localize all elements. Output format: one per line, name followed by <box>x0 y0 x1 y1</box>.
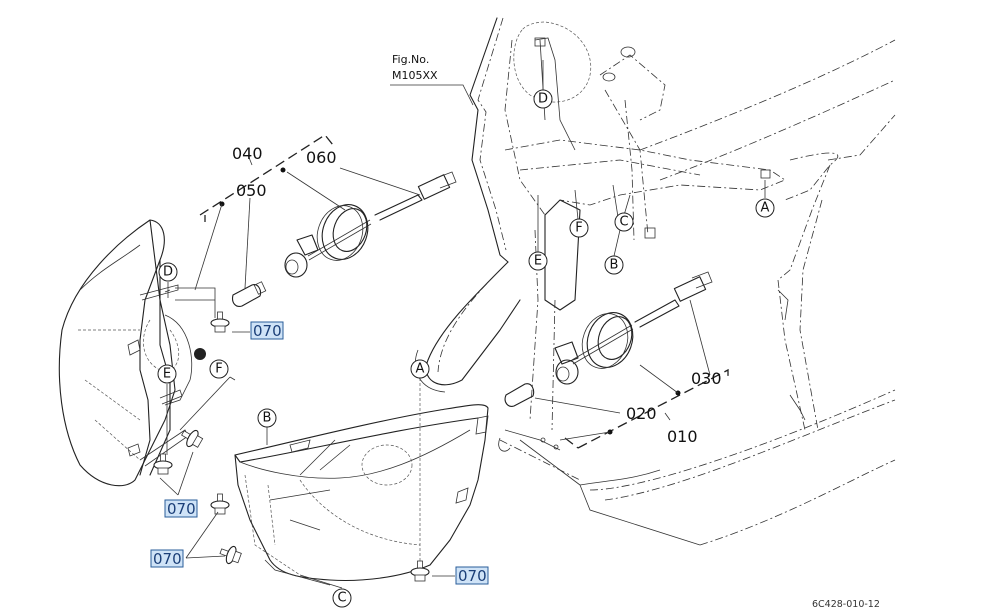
ref-letter: C <box>337 591 346 606</box>
part-label-020[interactable]: 020 <box>626 404 657 423</box>
bolt-icon <box>210 311 230 333</box>
ref-letter: A <box>761 201 770 216</box>
callout-070-left-lower[interactable]: 070 <box>164 499 198 518</box>
ref-letter: B <box>263 411 272 426</box>
callout-070-upper-left[interactable]: 070 <box>250 321 284 340</box>
ref-letter-A-frame: A <box>755 198 775 218</box>
part-label-060[interactable]: 060 <box>306 148 337 167</box>
ref-letter-B-frame: B <box>604 255 624 275</box>
callout-070-label[interactable]: 070 <box>253 322 282 340</box>
left-headlamp-upper <box>58 219 206 487</box>
leader-lines <box>159 60 766 589</box>
ref-letter: D <box>538 92 548 107</box>
bolts <box>153 311 430 582</box>
socket-assembly-upper <box>232 171 457 307</box>
bolt-icon <box>410 560 430 582</box>
bolt-icon <box>153 453 173 475</box>
ref-letter-C-frame: C <box>614 212 634 232</box>
callout-070-bottom-right[interactable]: 070 <box>455 566 489 585</box>
bolt-icon <box>210 493 230 515</box>
ref-letter-D-left: D <box>158 262 178 282</box>
right-headlamp-lower <box>234 404 489 586</box>
ref-letter: E <box>163 367 171 382</box>
ref-letter-C-lower: C <box>332 588 352 608</box>
ref-letter: F <box>575 221 582 236</box>
fig-number: M105XX <box>392 69 438 82</box>
part-label-050[interactable]: 050 <box>236 181 267 200</box>
part-label-010[interactable]: 010 <box>667 427 698 446</box>
ref-letter: F <box>215 362 222 377</box>
ref-letter-A-lower: A <box>410 359 430 379</box>
ref-letter-E-left: E <box>157 364 177 384</box>
ref-letter-B-lower: B <box>257 408 277 428</box>
ref-letter: A <box>416 362 425 377</box>
frame-structure <box>414 17 896 546</box>
fig-label: Fig.No. <box>392 53 429 66</box>
socket-assembly-lower <box>504 271 713 407</box>
bolt-icon <box>181 429 204 448</box>
callout-070-label[interactable]: 070 <box>153 550 182 568</box>
ref-letter: D <box>163 265 173 280</box>
ref-letter: C <box>619 215 628 230</box>
ref-letter-F-left: F <box>209 359 229 379</box>
ref-letter-F-frame: F <box>569 218 589 238</box>
drawing-code: 6C428-010-12 <box>812 599 880 610</box>
ref-letter-D-frame: D <box>533 89 553 109</box>
part-label-040[interactable]: 040 <box>232 144 263 163</box>
part-label-030[interactable]: 030 <box>691 369 722 388</box>
ref-letter: B <box>610 258 619 273</box>
ref-letter: E <box>534 254 542 269</box>
callout-070-label[interactable]: 070 <box>167 500 196 518</box>
bolt-icon <box>219 545 242 565</box>
callout-070-label[interactable]: 070 <box>458 567 487 585</box>
ref-letter-E-frame: E <box>528 251 548 271</box>
callout-070-bottom-left[interactable]: 070 <box>150 549 184 568</box>
